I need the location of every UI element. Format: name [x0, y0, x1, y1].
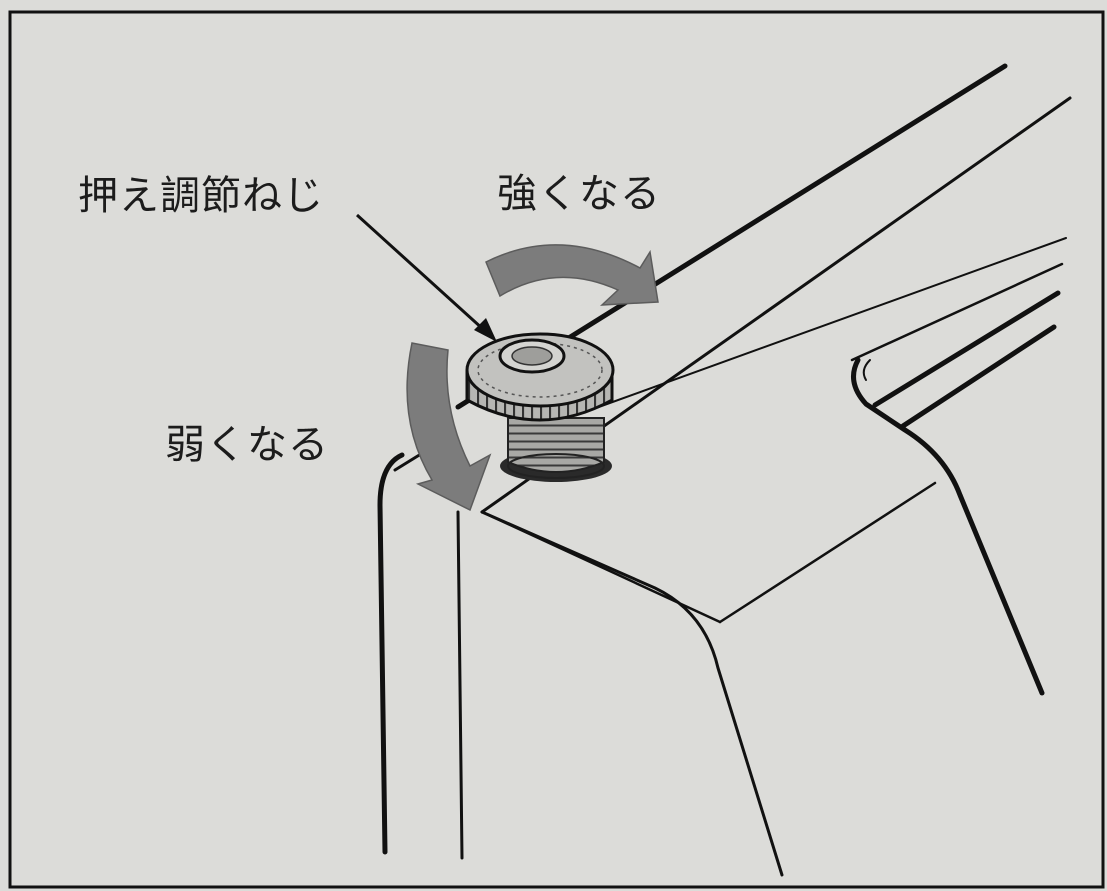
- image-frame: [8, 10, 1105, 889]
- adjusting-screw-icon: [465, 332, 615, 422]
- machine-right-block: [850, 262, 1064, 696]
- arrow-weaker-icon: [406, 342, 492, 512]
- screw-shaft: [500, 417, 612, 482]
- stronger-label: 強くなる: [497, 171, 661, 217]
- weaker-label: 弱くなる: [165, 422, 329, 468]
- arrow-stronger-icon: [485, 244, 659, 306]
- adjust-screw-label: 押え調節ねじ: [78, 173, 324, 219]
- machine-left-corner: [377, 452, 464, 860]
- machine-front-panel: [480, 510, 784, 877]
- leader-line: [355, 213, 497, 342]
